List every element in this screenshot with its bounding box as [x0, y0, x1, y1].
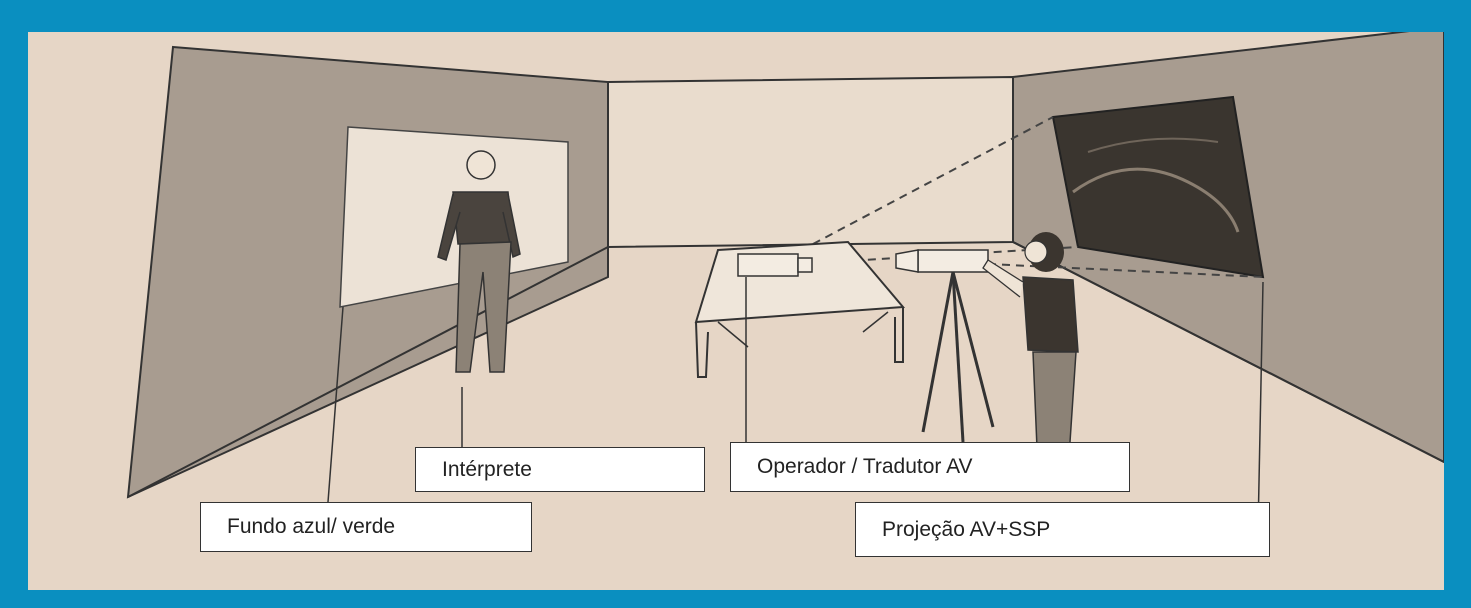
back-wall	[607, 75, 1014, 249]
label-operador-text: Operador / Tradutor AV	[757, 455, 973, 478]
label-interprete: Intérprete	[415, 447, 705, 492]
camera	[917, 249, 989, 273]
paper-sheet: Intérprete Operador / Tradutor AV Fundo …	[28, 32, 1444, 590]
label-interprete-text: Intérprete	[442, 457, 532, 481]
table	[694, 240, 906, 324]
operator-figure	[982, 232, 1079, 473]
interpreter-figure	[437, 150, 521, 373]
projector	[737, 253, 799, 277]
label-fundo-text: Fundo azul/ verde	[227, 515, 396, 538]
label-projecao-text: Projeção AV+SSP	[882, 517, 1051, 541]
tripod	[921, 271, 955, 433]
room-illustration	[126, 32, 1444, 533]
label-fundo: Fundo azul/ verde	[200, 502, 532, 552]
label-projecao: Projeção AV+SSP	[855, 502, 1270, 557]
label-operador: Operador / Tradutor AV	[730, 442, 1130, 492]
